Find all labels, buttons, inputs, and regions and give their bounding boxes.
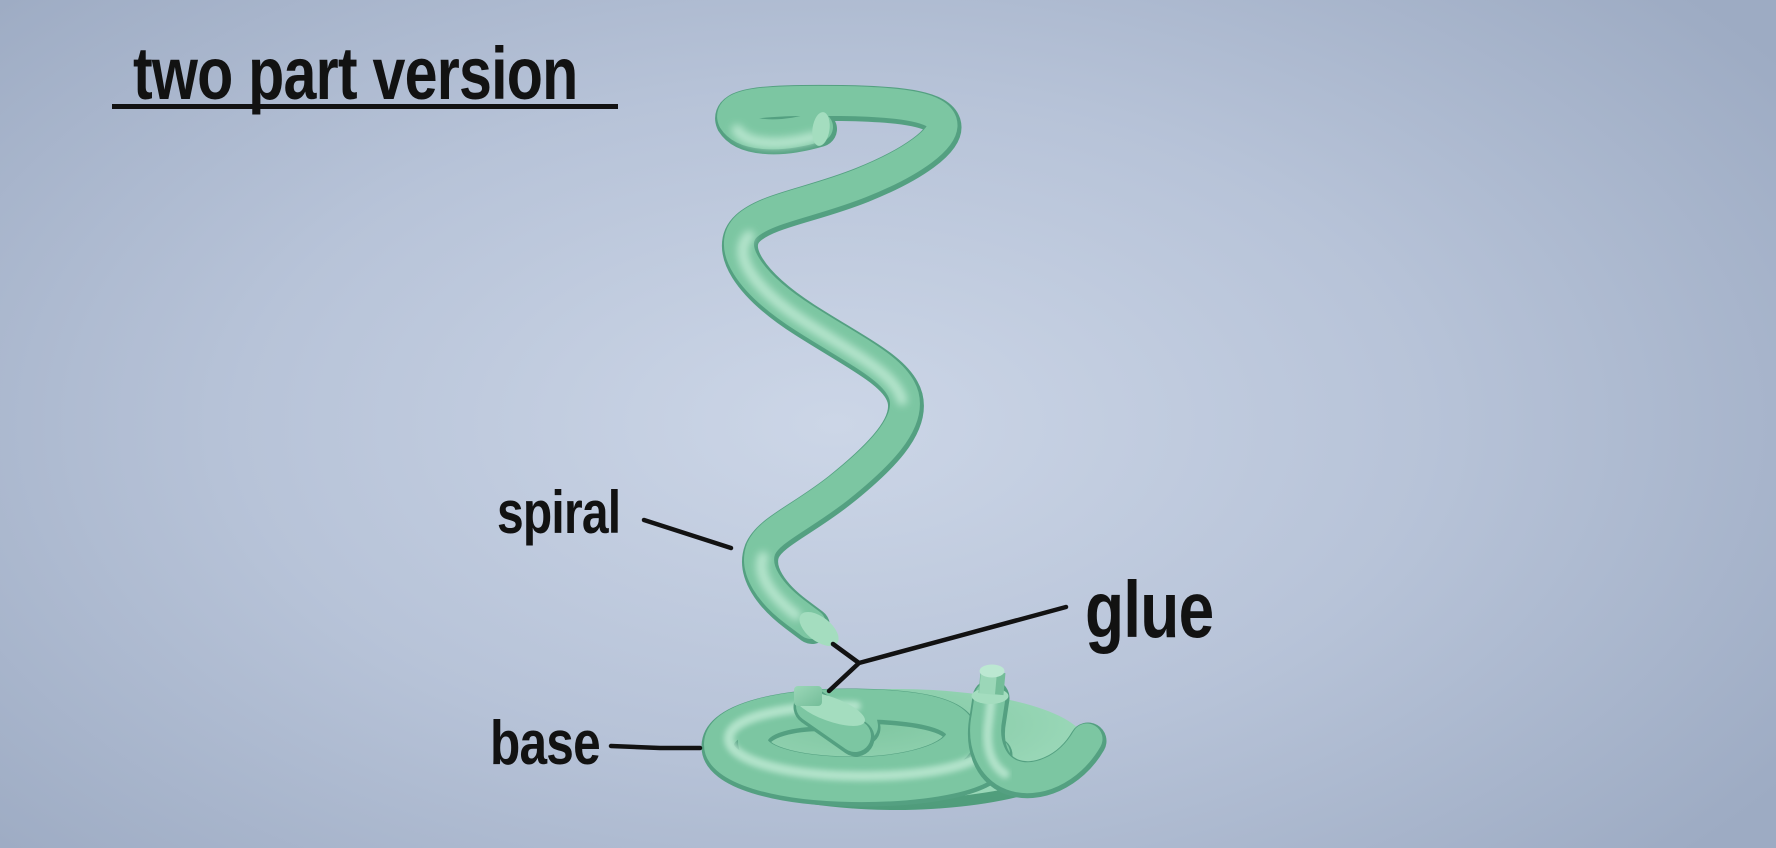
leader-line-spiral	[641, 517, 734, 551]
page-title: two part version	[133, 37, 689, 111]
label-glue: glue	[1085, 565, 1214, 654]
leader-line-base	[608, 743, 703, 751]
spiral-top-end-face	[812, 112, 830, 146]
spiral-tube-body	[717, 85, 958, 639]
glue-peg	[794, 686, 822, 706]
spiral-part	[715, 84, 962, 647]
label-spiral: spiral	[497, 479, 621, 546]
riser-peg-top-face	[979, 664, 1005, 678]
spiral-tube-highlight	[731, 124, 908, 621]
title-underline	[112, 104, 618, 109]
leader-line-glue	[826, 604, 1069, 694]
base-flat-coil	[701, 688, 1013, 807]
page-title-text: two part version	[133, 32, 578, 115]
base-part	[701, 664, 1107, 810]
base-glue-stub	[793, 686, 875, 757]
label-base: base	[490, 709, 601, 778]
spiral-bottom-cut-face	[799, 611, 839, 647]
base-riser-tube	[967, 664, 1107, 799]
